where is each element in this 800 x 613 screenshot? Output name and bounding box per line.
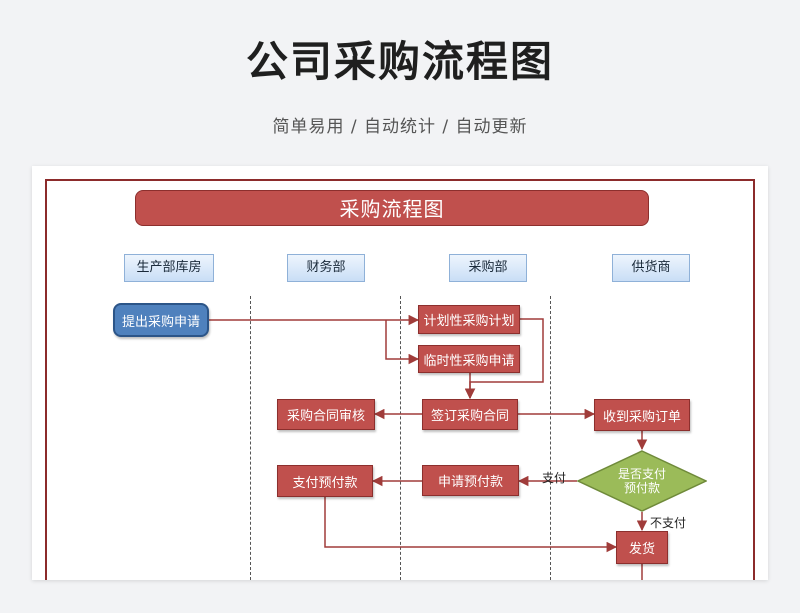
node-sign-contract: 签订采购合同 <box>422 399 518 430</box>
connector-arrows <box>209 314 648 580</box>
node-planned: 计划性采购计划 <box>418 305 520 334</box>
decision-label-line2: 预付款 <box>623 481 660 495</box>
decision-label-line1: 是否支付 <box>617 467 666 481</box>
node-receive-order: 收到采购订单 <box>594 399 690 431</box>
node-ship: 发货 <box>616 531 668 564</box>
page-title: 公司采购流程图 <box>245 37 554 86</box>
lane-divider <box>550 296 551 580</box>
arrow-pay-to-ship <box>324 497 618 553</box>
arrow-request-to-temporary <box>385 320 420 365</box>
edge-label-pay: 支付 <box>542 471 567 485</box>
node-apply-prepay: 申请预付款 <box>422 465 519 496</box>
lane-header-finance: 财务部 <box>287 254 365 282</box>
node-pay-prepay: 支付预付款 <box>277 465 373 497</box>
node-request: 提出采购申请 <box>113 303 209 337</box>
flowchart-banner: 采购流程图 <box>135 190 649 226</box>
diamond-shape <box>576 450 708 512</box>
node-temporary: 临时性采购申请 <box>418 345 520 373</box>
flowchart-card: 采购流程图 生产部库房 财务部 采购部 供货商 <box>32 166 768 580</box>
lane-header-supplier: 供货商 <box>612 254 690 282</box>
lane-divider <box>400 296 401 580</box>
flowchart-frame <box>45 179 755 580</box>
page-subtitle: 简单易用 / 自动统计 / 自动更新 <box>272 117 528 137</box>
lane-divider <box>250 296 251 580</box>
lane-header-production: 生产部库房 <box>124 254 214 282</box>
edge-label-no-pay: 不支付 <box>650 516 687 530</box>
node-contract-review: 采购合同审核 <box>277 399 375 430</box>
lane-header-purchasing: 采购部 <box>449 254 527 282</box>
decision-diamond: 是否支付 预付款 <box>576 450 708 512</box>
